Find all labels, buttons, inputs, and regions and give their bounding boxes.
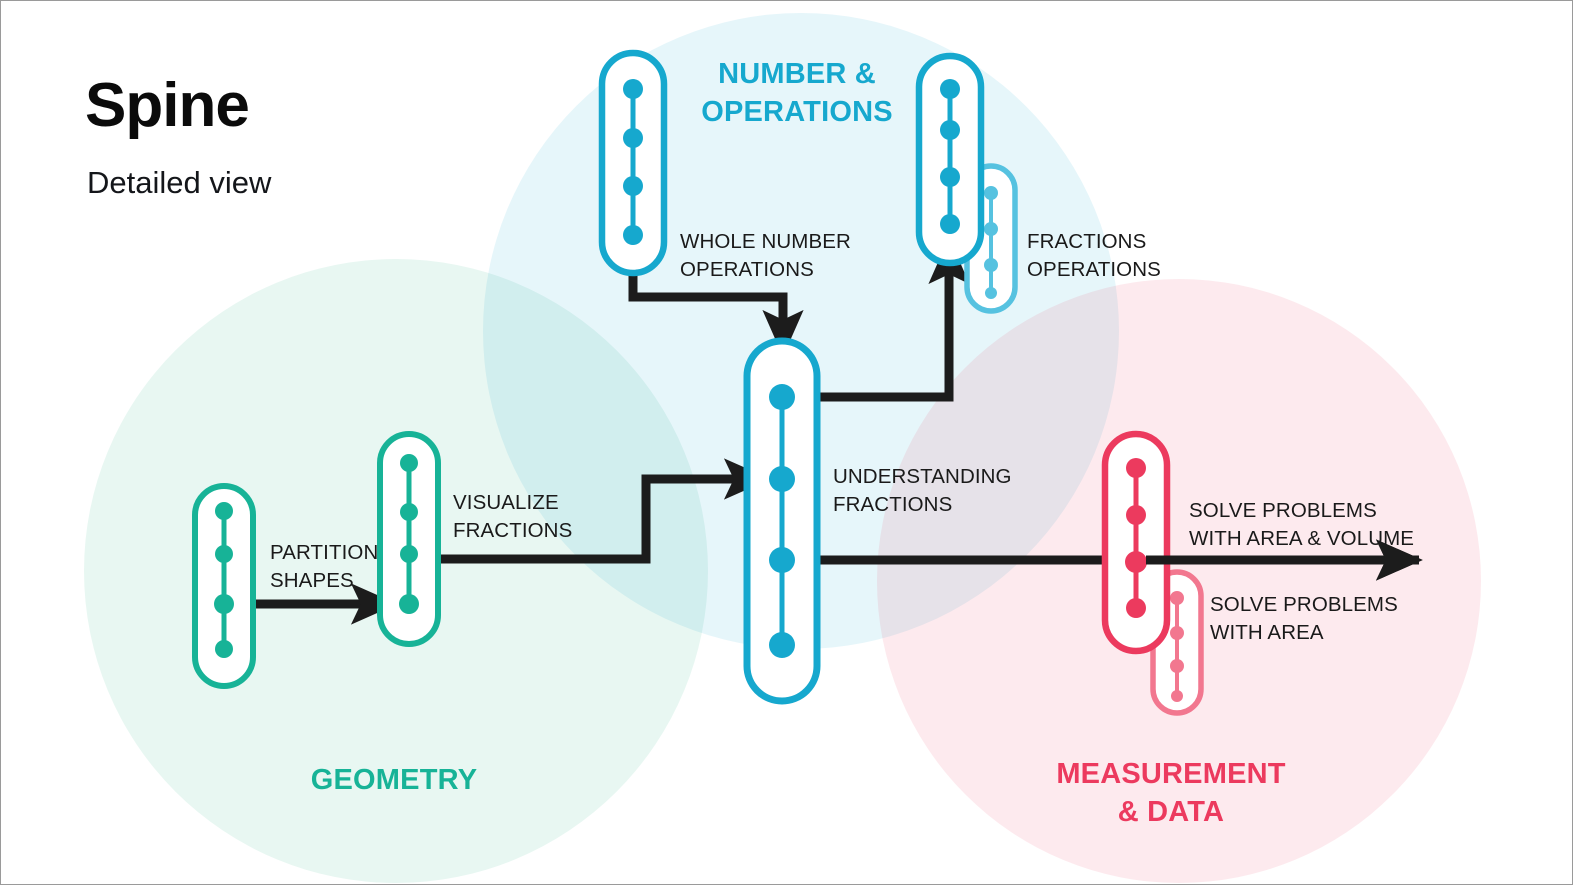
capsule-dot (215, 545, 233, 563)
capsule-dot (940, 214, 960, 234)
capsule-dot (214, 594, 234, 614)
zone-label-geometry: GEOMETRY (310, 764, 478, 796)
capsule-dot (769, 384, 795, 410)
edge-label-solve-area: SOLVE PROBLEMS WITH AREA (1210, 593, 1398, 644)
capsule-dot (984, 258, 998, 272)
capsule-dot (1171, 690, 1183, 702)
capsule-dot (769, 466, 795, 492)
capsule-dot (400, 545, 418, 563)
edge-label-partition-shapes: PARTITION SHAPES (270, 541, 379, 592)
capsule-dot (769, 632, 795, 658)
capsule-dot (399, 594, 419, 614)
edge-label-solve-area-volume: SOLVE PROBLEMS WITH AREA & VOLUME (1189, 499, 1415, 550)
capsule-dot (623, 176, 643, 196)
understanding-fractions-capsule[interactable] (743, 337, 821, 705)
capsule-dot (623, 79, 643, 99)
capsule-dot (940, 167, 960, 187)
arrow-fractions-operations (791, 237, 970, 402)
capsule-dot (1126, 505, 1146, 525)
zone-label-measurement-data: MEASUREMENT & DATA (1056, 758, 1286, 829)
capsule-dot (623, 225, 643, 245)
capsule-dot (1126, 598, 1146, 618)
capsule-dot (940, 79, 960, 99)
fractions-operations-primary-capsule[interactable] (915, 52, 985, 267)
capsule-dot (1170, 659, 1184, 673)
capsule-dot (940, 120, 960, 140)
visualize-fractions-capsule[interactable] (377, 431, 441, 647)
capsule-dot (1125, 551, 1147, 573)
page-title: Spine (85, 71, 250, 140)
partition-shapes-capsule[interactable] (192, 483, 256, 689)
page-subtitle: Detailed view (87, 165, 272, 200)
capsule-dot (215, 502, 233, 520)
capsule-dot (985, 287, 997, 299)
capsule-dot (400, 503, 418, 521)
edge-label-understanding-fractions: UNDERSTANDING FRACTIONS (833, 465, 1012, 516)
capsule-dot (984, 186, 998, 200)
zone-label-number-operations: NUMBER & OPERATIONS (701, 58, 893, 129)
capsule-dot (1126, 458, 1146, 478)
capsule-dot (623, 128, 643, 148)
whole-number-operations-capsule[interactable] (598, 49, 668, 277)
capsule-dot (1170, 626, 1184, 640)
solve-area-volume-capsule[interactable] (1101, 430, 1171, 655)
capsule-dot (769, 547, 795, 573)
capsule-dot (215, 640, 233, 658)
edge-label-whole-number-operations: WHOLE NUMBER OPERATIONS (680, 230, 851, 281)
edge-label-fractions-operations: FRACTIONS OPERATIONS (1027, 230, 1161, 281)
capsule-dot (984, 222, 998, 236)
edge-label-visualize-fractions: VISUALIZE FRACTIONS (453, 491, 573, 542)
arrow-visualize-fractions (425, 458, 771, 564)
capsule-dot (1170, 591, 1184, 605)
capsule-dot (400, 454, 418, 472)
